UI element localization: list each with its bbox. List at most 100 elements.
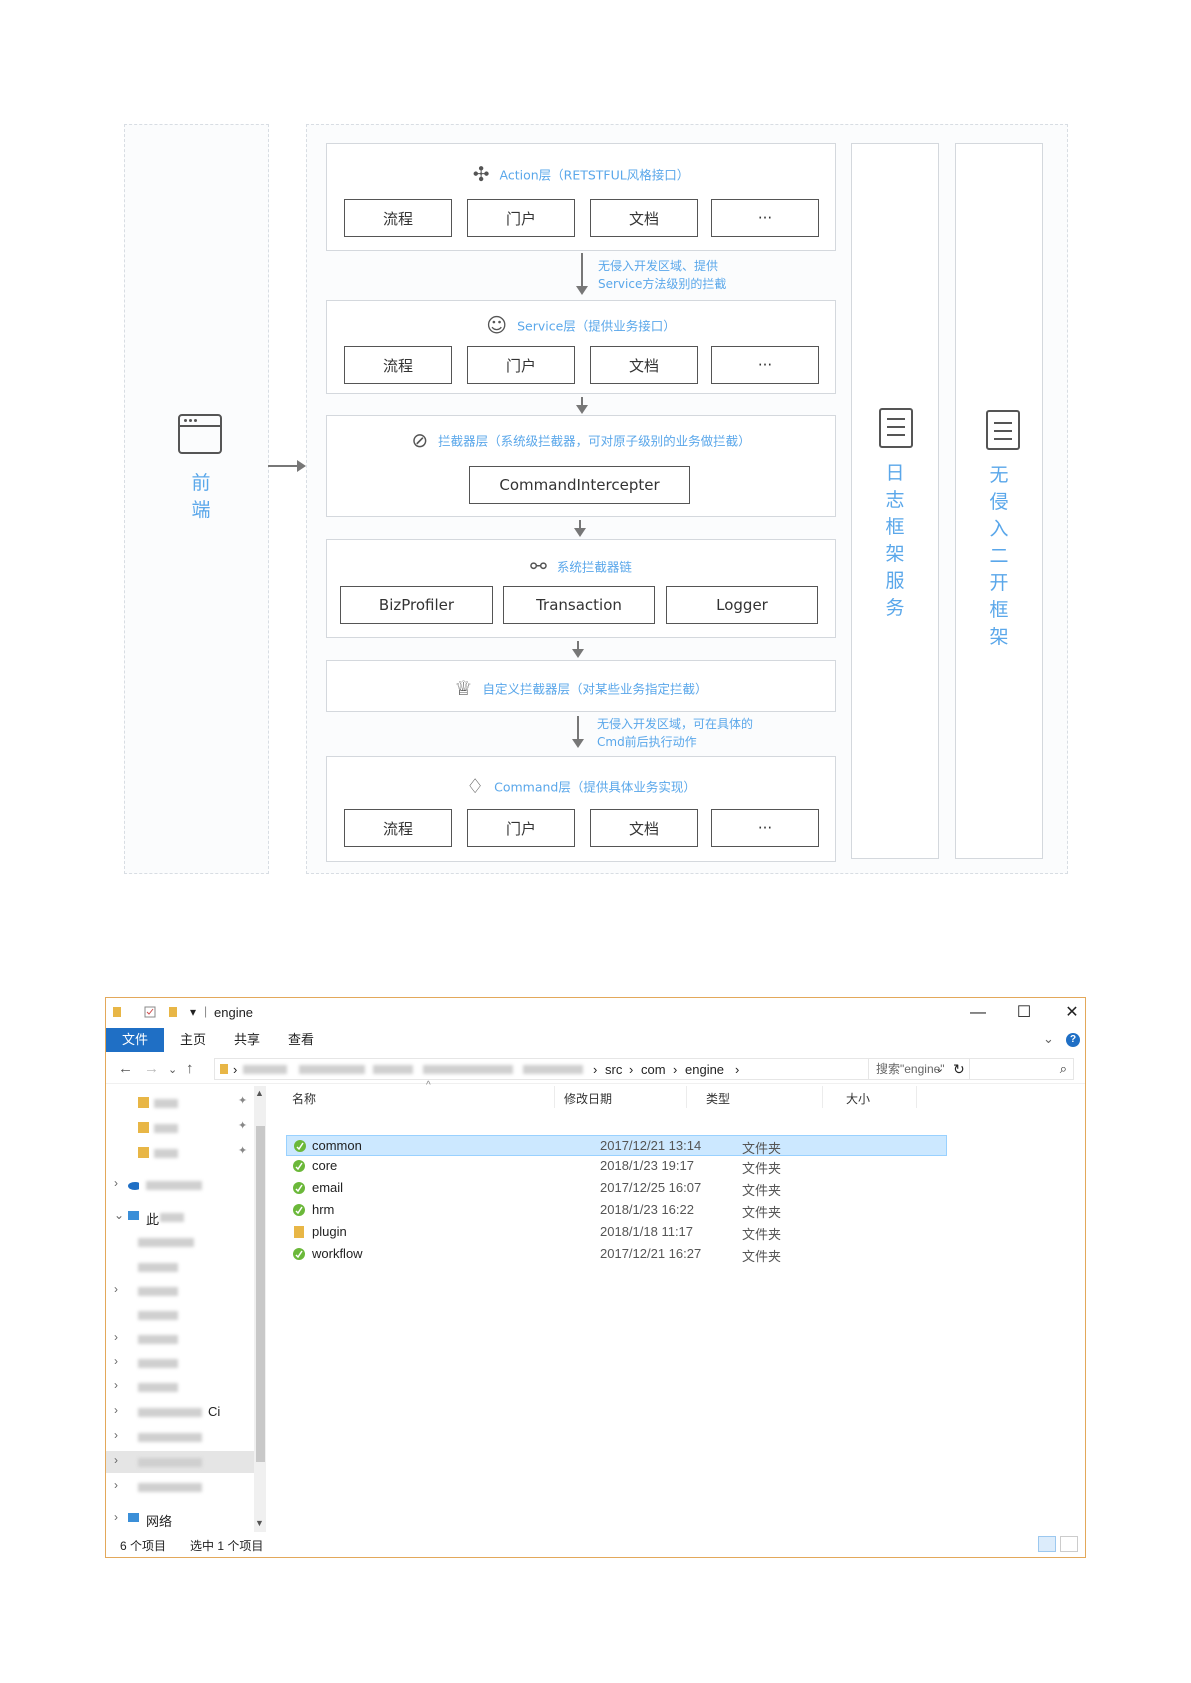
search-input[interactable]: 搜索"engine" ⌕ — [868, 1058, 1074, 1080]
column-header-modified[interactable]: 修改日期 — [564, 1092, 613, 1106]
bulb-icon: ♢ — [466, 774, 485, 798]
chain-box-transaction: Transaction — [503, 586, 655, 624]
minimize-button[interactable]: — — [970, 1004, 986, 1021]
breadcrumb-engine[interactable]: engine — [685, 1062, 725, 1077]
file-row[interactable]: hrm 2018/1/23 16:22 文件夹 — [286, 1200, 947, 1221]
pin-icon[interactable]: ✦ — [238, 1095, 248, 1107]
expand-chevron-icon[interactable]: › — [114, 1453, 118, 1467]
breadcrumb-src[interactable]: src — [605, 1062, 623, 1077]
user-icon: ☺ — [486, 313, 508, 337]
forward-arrow-icon[interactable]: → — [144, 1060, 159, 1077]
file-name: common — [312, 1138, 362, 1153]
file-name: plugin — [312, 1224, 347, 1239]
nav-item-pc-child[interactable]: › — [106, 1352, 256, 1374]
address-dropdown-chevron-icon[interactable]: ⌄ — [935, 1063, 945, 1075]
expand-chevron-icon[interactable]: › — [114, 1510, 118, 1524]
help-icon[interactable]: ? — [1066, 1033, 1080, 1047]
breadcrumb-com[interactable]: com — [641, 1062, 666, 1077]
file-row[interactable]: plugin 2018/1/18 11:17 文件夹 — [286, 1222, 947, 1243]
nav-item-network[interactable]: › 网络 — [106, 1508, 256, 1530]
expand-chevron-icon[interactable]: › — [114, 1378, 118, 1392]
nav-item-pc-child[interactable]: › — [106, 1376, 256, 1398]
nav-item-drive[interactable]: › Ci — [106, 1401, 256, 1423]
blurred-label — [138, 1433, 202, 1442]
item-count: 6 个项目 — [120, 1539, 167, 1553]
file-row[interactable]: common 2017/12/21 13:14 文件夹 — [286, 1135, 947, 1156]
tab-file[interactable]: 文件 — [106, 1028, 164, 1052]
expand-chevron-icon[interactable]: › — [114, 1330, 118, 1344]
service-box-more: ··· — [711, 346, 819, 384]
large-icons-view-icon[interactable] — [1060, 1536, 1078, 1552]
file-name: email — [312, 1180, 344, 1195]
pin-icon[interactable]: ✦ — [238, 1120, 248, 1132]
network-label: 网络 — [146, 1514, 173, 1529]
maximize-button[interactable]: ☐ — [1016, 1004, 1032, 1021]
nav-item-pc-child[interactable] — [106, 1231, 256, 1253]
nav-item-drive-selected[interactable]: › — [106, 1451, 256, 1473]
tab-share[interactable]: 共享 — [233, 1032, 260, 1047]
column-header-type[interactable]: 类型 — [706, 1092, 731, 1106]
file-list-pane: 名称 ^ 修改日期 类型 大小 — [266, 1080, 1087, 1532]
expand-chevron-icon[interactable]: › — [114, 1354, 118, 1368]
nav-item-drive[interactable]: › — [106, 1476, 256, 1498]
expand-chevron-icon[interactable]: › — [114, 1176, 118, 1190]
nav-item-this-pc[interactable]: ⌄ 此 — [106, 1206, 256, 1228]
nav-item-quick-access-2[interactable]: ✦ — [106, 1117, 256, 1139]
recent-locations-chevron-icon[interactable]: ⌄ — [168, 1064, 178, 1076]
expand-chevron-icon[interactable]: › — [114, 1403, 118, 1417]
expand-chevron-icon[interactable]: › — [114, 1478, 118, 1492]
tab-home[interactable]: 主页 — [179, 1032, 206, 1047]
tab-view[interactable]: 查看 — [287, 1032, 314, 1047]
file-modified: 2018/1/18 11:17 — [600, 1224, 694, 1239]
blurred-label — [138, 1359, 178, 1368]
breadcrumb-separator: › — [629, 1062, 634, 1077]
arrow-custom-command — [572, 716, 584, 748]
collapse-chevron-icon[interactable]: ⌄ — [114, 1208, 125, 1222]
shirt-icon: ♕ — [454, 676, 473, 700]
scroll-down-icon[interactable]: ▼ — [255, 1518, 264, 1528]
ribbon-tabs: 文件 主页 共享 查看 ⌄ ? — [106, 1028, 1085, 1052]
new-folder-icon[interactable] — [168, 1006, 179, 1018]
search-icon[interactable]: ⌕ — [1059, 1061, 1067, 1076]
nav-item-pc-child[interactable] — [106, 1304, 256, 1326]
browser-window-icon — [178, 414, 222, 454]
nav-item-pc-child[interactable]: › — [106, 1280, 256, 1302]
blurred-label — [138, 1335, 178, 1344]
address-bar[interactable]: › › src › com › engine › ⌄ ↻ — [214, 1058, 970, 1080]
nav-item-onedrive[interactable]: › — [106, 1174, 256, 1196]
nav-item-pc-child[interactable] — [106, 1256, 256, 1278]
back-arrow-icon[interactable]: ← — [118, 1060, 133, 1077]
scrollbar-thumb[interactable] — [256, 1126, 265, 1462]
arrow-interceptor-chain — [574, 520, 586, 537]
details-view-icon[interactable] — [1038, 1536, 1056, 1552]
folder-icon — [220, 1064, 228, 1074]
file-row[interactable]: workflow 2017/12/21 16:27 文件夹 — [286, 1244, 947, 1265]
scroll-up-icon[interactable]: ▲ — [255, 1088, 264, 1098]
nonintrusive-framework-label: 无侵入二开框架 — [989, 464, 1009, 648]
custom-layer-title: 自定义拦截器层（对某些业务指定拦截） — [482, 681, 708, 697]
refresh-icon[interactable]: ↻ — [953, 1061, 965, 1077]
properties-icon[interactable] — [144, 1006, 156, 1018]
column-header-size[interactable]: 大小 — [846, 1092, 871, 1106]
file-row[interactable]: email 2017/12/25 16:07 文件夹 — [286, 1178, 947, 1199]
computer-icon — [128, 1211, 139, 1220]
window-title: engine — [214, 1005, 254, 1020]
pin-icon[interactable]: ✦ — [238, 1145, 248, 1157]
close-button[interactable]: ✕ — [1065, 1004, 1079, 1021]
nav-item-pc-child[interactable]: › — [106, 1328, 256, 1350]
command-box-portal: 门户 — [467, 809, 575, 847]
expand-chevron-icon[interactable]: › — [114, 1428, 118, 1442]
column-header-name[interactable]: 名称 — [292, 1092, 317, 1106]
quick-access-dropdown[interactable]: ▾ — [190, 1005, 197, 1019]
nav-item-quick-access-1[interactable]: ✦ — [106, 1092, 256, 1114]
ribbon-collapse-chevron-icon[interactable]: ⌄ — [1043, 1031, 1054, 1046]
nav-item-quick-access-3[interactable]: ✦ — [106, 1142, 256, 1164]
nonintrusive-framework-column: 无侵入二开框架 — [955, 143, 1043, 859]
nav-item-drive[interactable]: › — [106, 1426, 256, 1448]
expand-chevron-icon[interactable]: › — [114, 1282, 118, 1296]
up-arrow-icon[interactable]: ↑ — [186, 1060, 194, 1077]
nav-pane-scrollbar[interactable]: ▲ ▼ — [254, 1086, 266, 1532]
file-row[interactable]: core 2018/1/23 19:17 文件夹 — [286, 1156, 947, 1177]
breadcrumb-separator: › — [233, 1062, 238, 1077]
blurred-path-segment — [373, 1065, 413, 1074]
